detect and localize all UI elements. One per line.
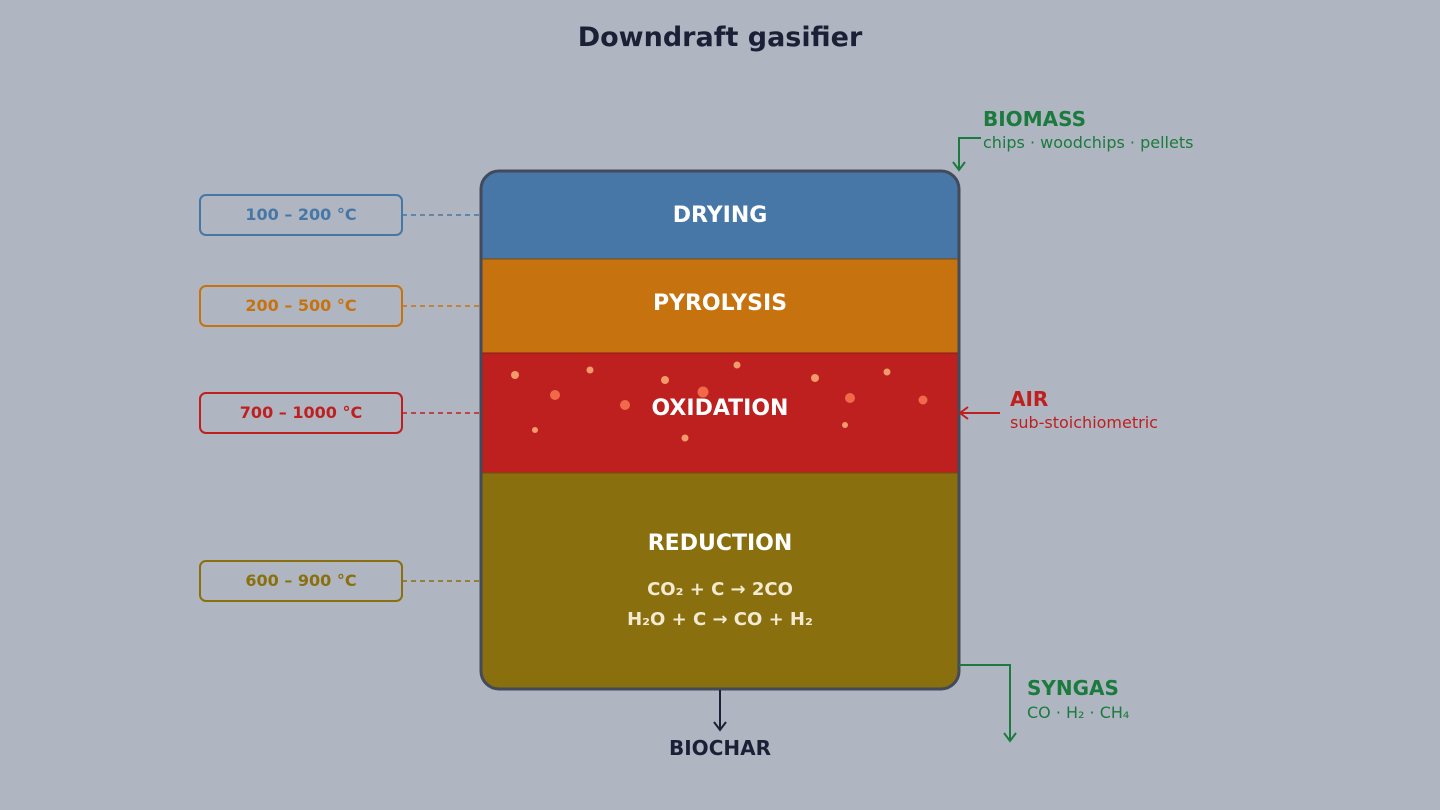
temp-label-reduction: 600 – 900 °C (199, 560, 481, 602)
temp-label-drying: 100 – 200 °C (199, 194, 481, 236)
arrow-down-icon (952, 161, 966, 172)
biochar-title: BIOCHAR (669, 736, 771, 760)
zone-reduction (481, 473, 959, 689)
air-title: AIR (1010, 387, 1048, 411)
biomass-input: BIOMASS chips · woodchips · pellets (952, 107, 1193, 172)
arrow-left-icon (958, 406, 969, 420)
syngas-output: SYNGAS CO · H₂ · CH₄ (959, 664, 1129, 743)
syngas-subtitle: CO · H₂ · CH₄ (1027, 703, 1129, 722)
biochar-output: BIOCHAR (669, 690, 771, 760)
reaction-equation: H₂O + C → CO + H₂ (627, 609, 813, 630)
air-input: AIR sub-stoichiometric (958, 387, 1158, 432)
gasifier-vessel (481, 171, 959, 689)
zone-label-oxidation: OXIDATION (652, 396, 789, 421)
temp-text: 200 – 500 °C (245, 296, 356, 315)
air-subtitle: sub-stoichiometric (1010, 413, 1158, 432)
arrow-down-icon (713, 721, 727, 732)
syngas-arrow-line (959, 664, 1011, 741)
arrow-down-icon (1003, 732, 1017, 743)
temp-text: 100 – 200 °C (245, 205, 356, 224)
zone-label-reduction: REDUCTION (648, 531, 793, 556)
biomass-subtitle: chips · woodchips · pellets (983, 133, 1193, 152)
biomass-title: BIOMASS (983, 107, 1086, 131)
vessel-outline (479, 169, 961, 691)
temp-label-oxidation: 700 – 1000 °C (199, 392, 481, 434)
reaction-equation: CO₂ + C → 2CO (647, 579, 793, 600)
diagram-title: Downdraft gasifier (577, 22, 863, 53)
zone-pyrolysis (481, 259, 959, 353)
zone-label-drying: DRYING (673, 203, 768, 228)
zone-label-pyrolysis: PYROLYSIS (653, 291, 787, 316)
zone-oxidation (481, 353, 959, 473)
temp-text: 700 – 1000 °C (240, 403, 362, 422)
temp-label-pyrolysis: 200 – 500 °C (199, 285, 481, 327)
zone-drying (481, 171, 959, 259)
biomass-arrow-line (958, 137, 981, 170)
temp-text: 600 – 900 °C (245, 571, 356, 590)
syngas-title: SYNGAS (1027, 676, 1119, 700)
ember-particles (511, 361, 928, 442)
